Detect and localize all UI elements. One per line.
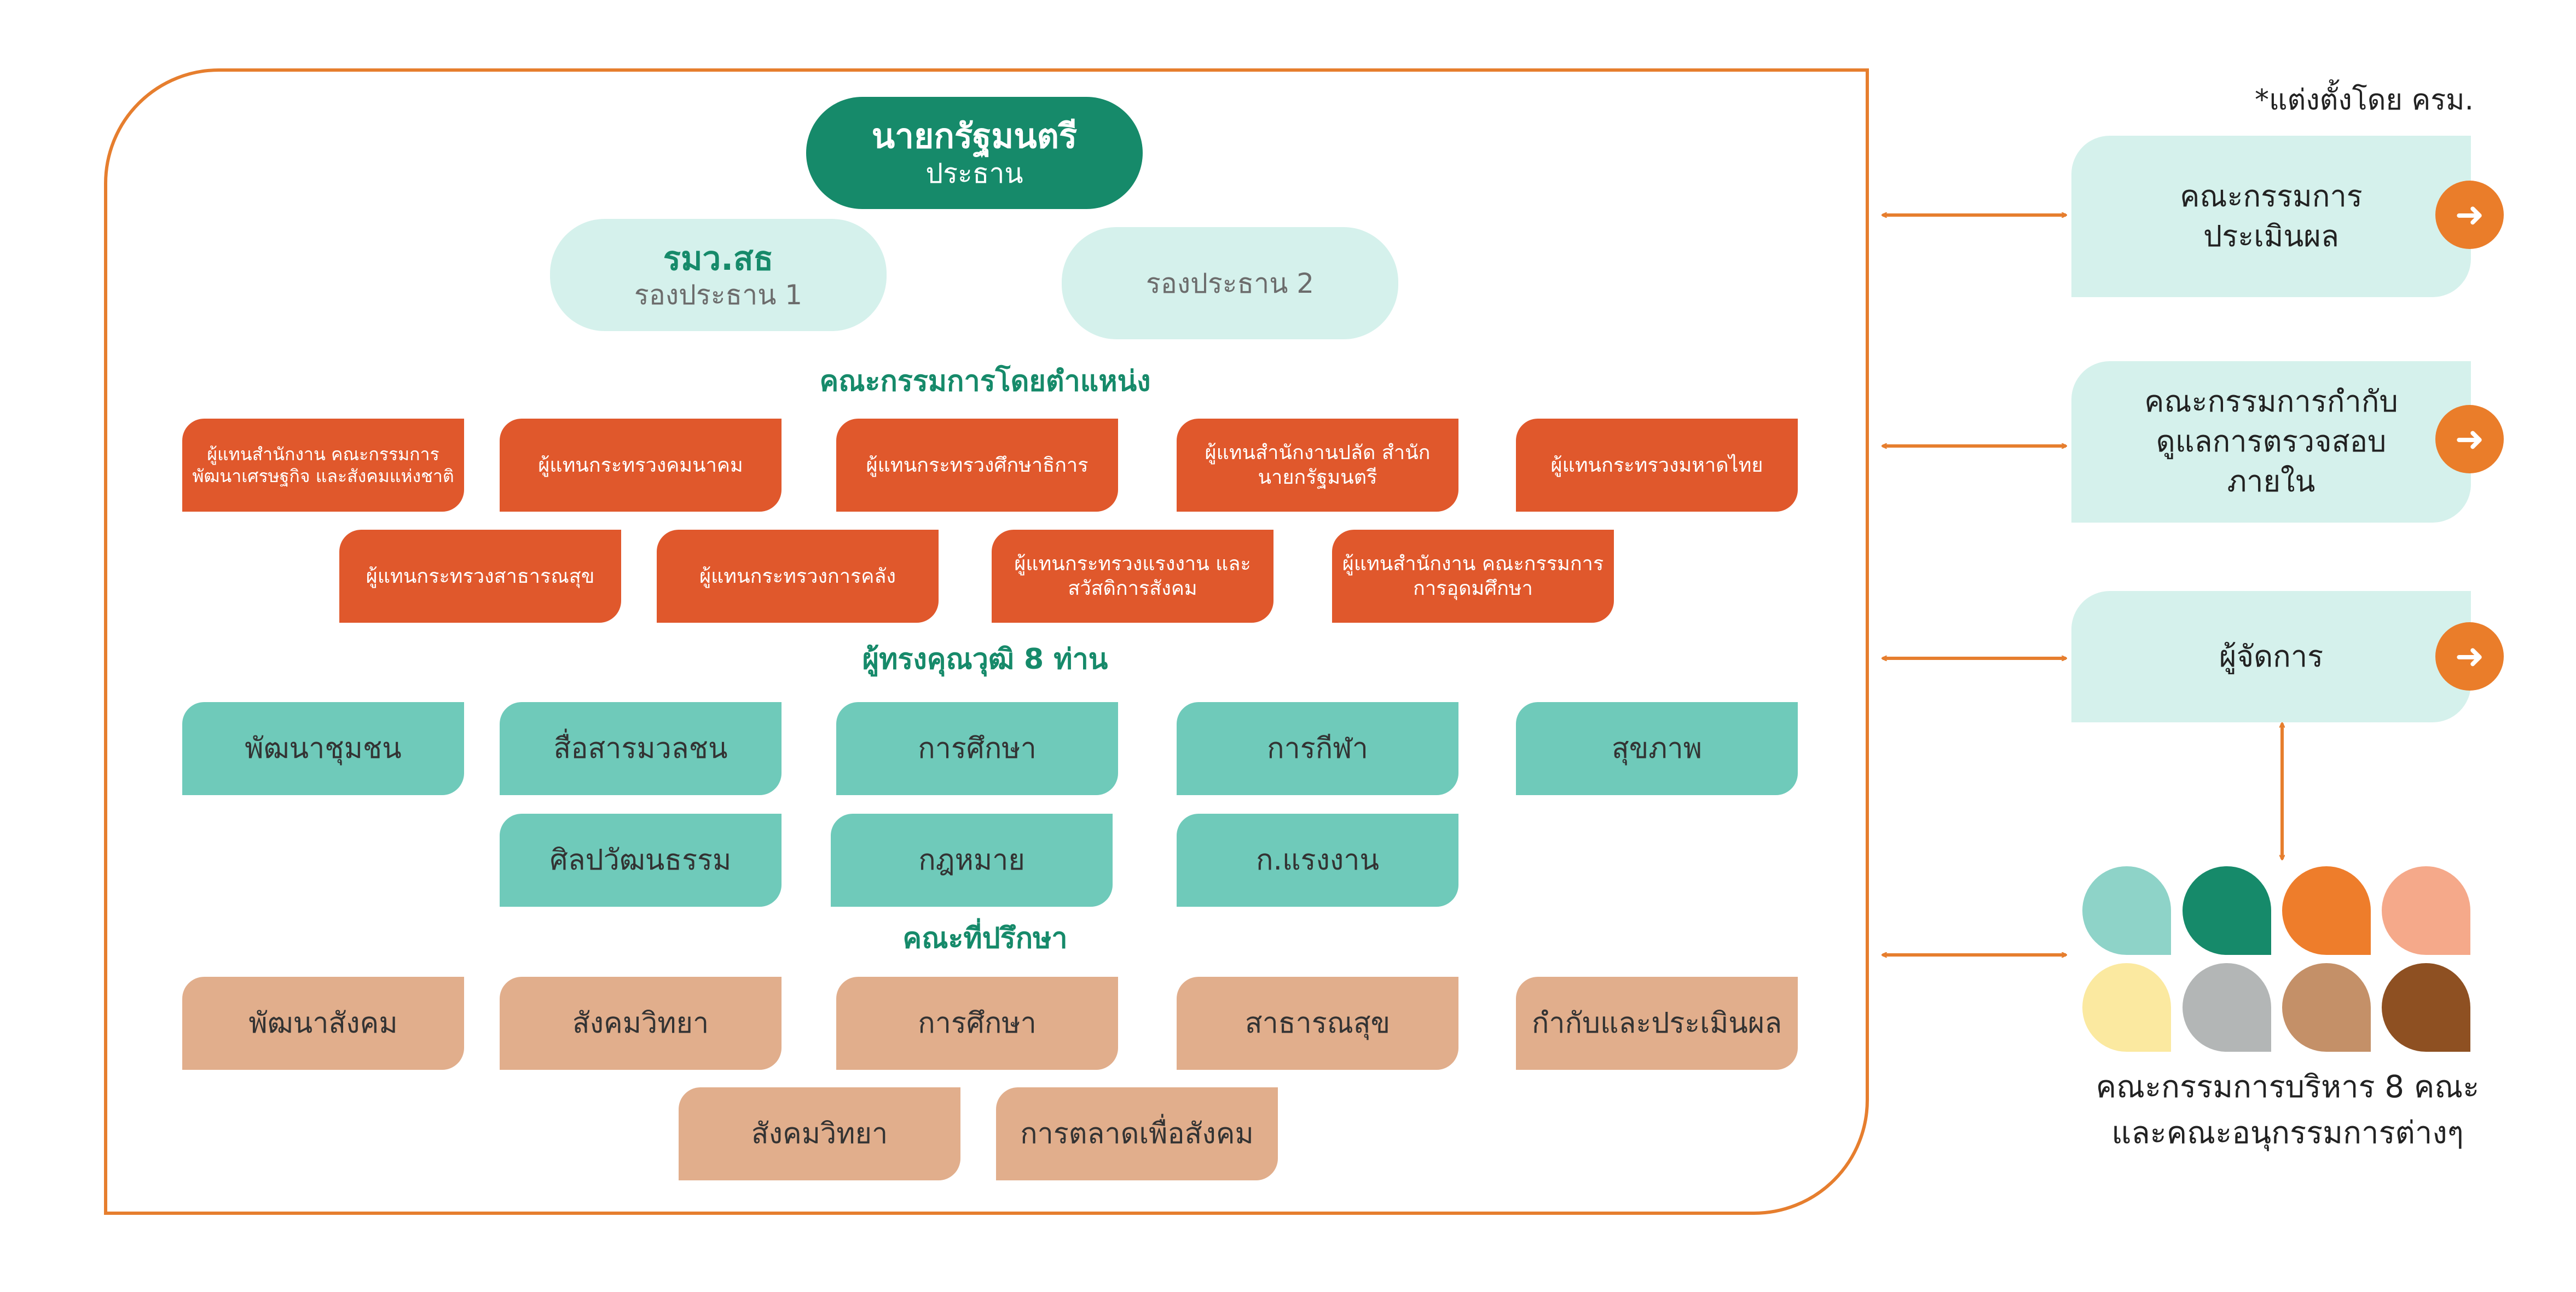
- advisory-member: การตลาดเพื่อสังคม: [996, 1087, 1278, 1180]
- advisory-member: สังคมวิทยา: [500, 977, 782, 1070]
- arrow-right-icon: ➜: [2455, 419, 2485, 460]
- executive-board-tile: [2382, 963, 2470, 1052]
- advisory-member: สาธารณสุข: [1177, 977, 1458, 1070]
- ex-officio-member: ผู้แทนกระทรวงสาธารณสุข: [339, 530, 621, 623]
- executive-board-tile: [2382, 866, 2470, 955]
- section-qualified: ผู้ทรงคุณวุฒิ 8 ท่าน: [862, 643, 1108, 676]
- ex-officio-member: ผู้แทนสำนักงานปลัด สำนักนายกรัฐมนตรี: [1177, 419, 1458, 512]
- qualified-member: พัฒนาชุมชน: [182, 702, 464, 795]
- chairman-role: ประธาน: [925, 157, 1023, 189]
- executive-board-tile: [2282, 963, 2371, 1052]
- qualified-member: ก.แรงงาน: [1177, 814, 1458, 907]
- vice-chair-2-node: รองประธาน 2: [1062, 227, 1398, 339]
- chairman-title: นายกรัฐมนตรี: [871, 116, 1078, 157]
- advisory-member: กำกับและประเมินผล: [1516, 977, 1798, 1070]
- vice-chair-1-node: รมว.สธ รองประธาน 1: [550, 219, 887, 331]
- qualified-member: สื่อสารมวลชน: [500, 702, 782, 795]
- audit-committee-box[interactable]: คณะกรรมการกำกับ ดูแลการตรวจสอบ ภายใน: [2071, 361, 2471, 523]
- audit-committee-label: คณะกรรมการกำกับ ดูแลการตรวจสอบ ภายใน: [2144, 384, 2398, 499]
- evaluation-committee-box[interactable]: คณะกรรมการ ประเมินผล: [2071, 136, 2471, 297]
- board-frame: [104, 68, 1869, 1215]
- ex-officio-member: ผู้แทนกระทรวงการคลัง: [657, 530, 939, 623]
- qualified-member: ศิลปวัฒนธรรม: [500, 814, 782, 907]
- executive-boards-line-2: และคณะอนุกรรมการต่างๆ: [2111, 1115, 2464, 1151]
- executive-board-tile: [2082, 866, 2171, 955]
- executive-board-tile: [2183, 963, 2271, 1052]
- evaluation-committee-link-button[interactable]: ➜: [2435, 181, 2504, 249]
- evaluation-committee-label: คณะกรรมการ ประเมินผล: [2180, 178, 2363, 253]
- manager-link-button[interactable]: ➜: [2435, 622, 2504, 691]
- chairman-node: นายกรัฐมนตรี ประธาน: [806, 97, 1143, 209]
- ex-officio-member: ผู้แทนกระทรวงแรงงาน และสวัสดิการสังคม: [992, 530, 1273, 623]
- advisory-member: สังคมวิทยา: [679, 1087, 960, 1180]
- advisory-member: การศึกษา: [836, 977, 1118, 1070]
- qualified-member: การกีฬา: [1177, 702, 1458, 795]
- appointment-note: *แต่งตั้งโดย ครม.: [2254, 84, 2474, 117]
- arrow-right-icon: ➜: [2455, 194, 2485, 235]
- manager-label: ผู้จัดการ: [2219, 639, 2324, 674]
- ex-officio-member: ผู้แทนกระทรวงศึกษาธิการ: [836, 419, 1118, 512]
- advisory-member: พัฒนาสังคม: [182, 977, 464, 1070]
- vice-chair-1-role: รองประธาน 1: [634, 279, 803, 311]
- arrow-right-icon: ➜: [2455, 636, 2485, 677]
- qualified-member: สุขภาพ: [1516, 702, 1798, 795]
- executive-board-tile: [2282, 866, 2371, 955]
- section-advisory: คณะที่ปรึกษา: [902, 922, 1068, 955]
- vice-chair-1-title: รมว.สธ: [663, 239, 774, 278]
- executive-boards-caption: คณะกรรมการบริหาร 8 คณะ และคณะอนุกรรมการต…: [2047, 1064, 2528, 1156]
- qualified-member: กฎหมาย: [831, 814, 1113, 907]
- ex-officio-member: ผู้แทนกระทรวงมหาดไทย: [1516, 419, 1798, 512]
- ex-officio-member: ผู้แทนกระทรวงคมนาคม: [500, 419, 782, 512]
- executive-board-tile: [2183, 866, 2271, 955]
- manager-box[interactable]: ผู้จัดการ: [2071, 591, 2471, 722]
- audit-committee-link-button[interactable]: ➜: [2435, 405, 2504, 473]
- executive-board-tile: [2082, 963, 2171, 1052]
- qualified-member: การศึกษา: [836, 702, 1118, 795]
- section-ex-officio: คณะกรรมการโดยตำแหน่ง: [819, 365, 1151, 398]
- executive-boards-line-1: คณะกรรมการบริหาร 8 คณะ: [2095, 1069, 2480, 1105]
- vice-chair-2-role: รองประธาน 2: [1145, 267, 1315, 299]
- ex-officio-member: ผู้แทนสำนักงาน คณะกรรมการการอุดมศึกษา: [1332, 530, 1614, 623]
- ex-officio-member: ผู้แทนสำนักงาน คณะกรรมการพัฒนาเศรษฐกิจ แ…: [182, 419, 464, 512]
